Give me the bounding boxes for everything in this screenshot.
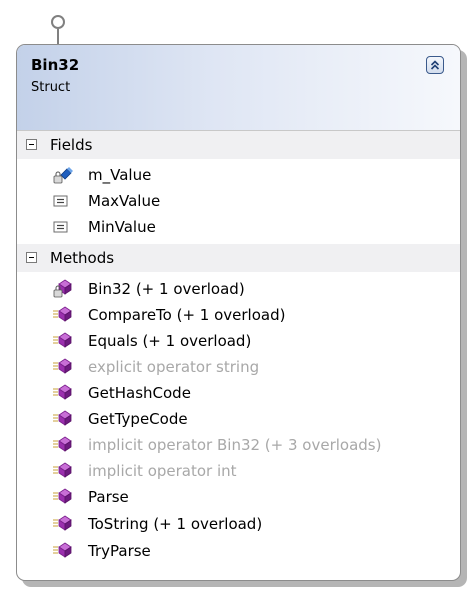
member-label: Bin32 (+ 1 overload) [88, 280, 245, 298]
member-label: GetHashCode [88, 384, 191, 402]
collapse-button[interactable] [426, 56, 444, 74]
interface-lollipop-connector [57, 29, 59, 45]
member-label: CompareTo (+ 1 overload) [88, 306, 286, 324]
constant-icon [52, 191, 74, 211]
member-label: implicit operator Bin32 (+ 3 overloads) [88, 436, 382, 454]
field-m-value[interactable]: m_Value [17, 162, 460, 188]
method-bin32[interactable]: Bin32 (+ 1 overload) [17, 276, 460, 302]
method-icon [52, 435, 74, 455]
class-kind: Struct [31, 80, 71, 95]
method-compare-to[interactable]: CompareTo (+ 1 overload) [17, 302, 460, 328]
constant-icon [52, 217, 74, 237]
method-icon [52, 461, 74, 481]
class-header[interactable]: Bin32 Struct [17, 45, 460, 131]
fields-section-title: Fields [50, 136, 93, 154]
class-name: Bin32 [31, 56, 80, 74]
member-label: Parse [88, 488, 129, 506]
method-to-string[interactable]: ToString (+ 1 overload) [17, 511, 460, 537]
interface-lollipop-icon [51, 15, 65, 29]
methods-section-title: Methods [50, 249, 115, 267]
method-explicit-operator-string[interactable]: explicit operator string [17, 354, 460, 380]
field-max-value[interactable]: MaxValue [17, 188, 460, 214]
collapse-fields-toggle-icon[interactable] [26, 139, 37, 150]
method-equals[interactable]: Equals (+ 1 overload) [17, 328, 460, 354]
field-private-icon [52, 165, 74, 185]
method-try-parse[interactable]: TryParse [17, 538, 460, 564]
member-label: implicit operator int [88, 462, 237, 480]
method-icon [52, 305, 74, 325]
member-label: GetTypeCode [88, 410, 188, 428]
method-icon [52, 541, 74, 561]
method-icon [52, 357, 74, 377]
method-implicit-operator-bin32[interactable]: implicit operator Bin32 (+ 3 overloads) [17, 432, 460, 458]
methods-section-header[interactable]: Methods [17, 244, 460, 272]
method-icon [52, 514, 74, 534]
member-label: ToString (+ 1 overload) [88, 515, 263, 533]
method-get-hash-code[interactable]: GetHashCode [17, 380, 460, 406]
member-label: MinValue [88, 218, 156, 236]
double-chevron-up-icon [430, 60, 440, 70]
method-icon [52, 409, 74, 429]
class-shape[interactable]: Bin32 Struct Fields m_Value [16, 44, 461, 581]
method-parse[interactable]: Parse [17, 484, 460, 510]
method-get-type-code[interactable]: GetTypeCode [17, 406, 460, 432]
member-label: TryParse [88, 542, 151, 560]
member-label: m_Value [88, 166, 152, 184]
member-label: explicit operator string [88, 358, 260, 376]
method-private-icon [52, 279, 74, 299]
collapse-methods-toggle-icon[interactable] [26, 252, 37, 263]
method-icon [52, 331, 74, 351]
method-implicit-operator-int[interactable]: implicit operator int [17, 458, 460, 484]
fields-section-header[interactable]: Fields [17, 131, 460, 159]
member-label: Equals (+ 1 overload) [88, 332, 252, 350]
field-min-value[interactable]: MinValue [17, 214, 460, 240]
method-icon [52, 383, 74, 403]
member-label: MaxValue [88, 192, 161, 210]
method-icon [52, 487, 74, 507]
